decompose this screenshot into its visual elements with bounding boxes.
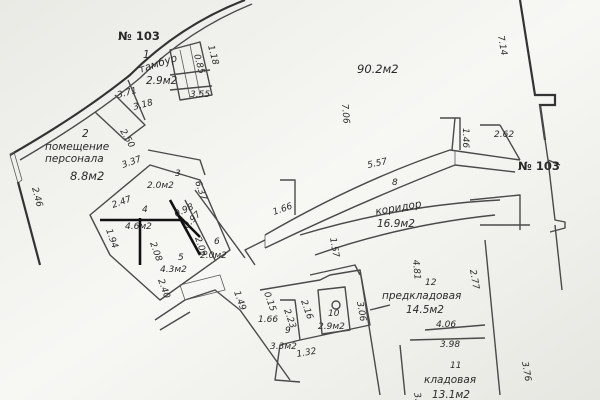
room-9-area: 3.3м2 [270,342,297,352]
dim-7-06: 7.06 [339,103,351,124]
room-2-name-line2: персонала [45,153,104,165]
hall-area: 90.2м2 [357,62,399,76]
tambur-walls [169,41,213,101]
room-10-area: 2.9м2 [318,322,345,332]
plumbing-fixture-icon [331,300,341,310]
outer-facade-wall [9,0,253,266]
room-8-number: 8 [392,178,398,188]
room-5-area: 4.3м2 [160,265,187,275]
dim-4-06: 4.06 [436,320,456,330]
dim-3-55: 3.55 [190,90,210,100]
room-2-number: 2 [82,128,89,140]
room-11-area: 13.1м2 [432,389,470,400]
room-10-number: 10 [328,309,340,319]
room-3-number: 3 [175,169,181,179]
room-6-number: 6 [214,237,220,247]
floor-number-label-right: № 103 [518,159,560,173]
small-rooms-walls [89,164,246,301]
lower-corridor-walls [299,194,530,256]
room-11-name: кладовая [424,374,476,386]
room-12-number: 12 [425,278,437,288]
room-12-area: 14.5м2 [406,304,444,316]
room-6-area: 2.0м2 [200,251,227,261]
pantry-walls [359,269,486,396]
entry-walls [154,274,291,381]
room-11-number: 11 [450,361,461,371]
dim-3-98: 3.98 [440,340,460,350]
dim-4-81: 4.81 [410,259,422,280]
room-12-name: предкладовая [382,290,461,302]
dim-1-66-lower: 1.66 [258,315,278,325]
rooms-9-10-walls [259,264,371,383]
room-8-area: 16.9м2 [377,218,415,230]
floor-number-label-top: № 103 [118,29,160,43]
dim-1-32: 1.32 [296,347,318,360]
room-9-number: 9 [285,326,291,336]
right-exterior-wall [484,0,566,396]
dim-1-57: 1.57 [327,237,340,259]
dim-3-bottom: 3. [411,392,422,400]
dim-3-76: 3.76 [519,361,532,383]
dim-1-46: 1.46 [460,128,470,148]
dim-3-06: 3.06 [354,301,367,323]
room-1-area: 2.9м2 [146,75,178,87]
room-3-area: 2.0м2 [147,181,174,191]
room-1-number: 1 [143,49,150,61]
dim-2-77: 2.77 [467,269,480,291]
dim-5-57: 5.57 [367,157,389,171]
room-2-name-line1: помещение [45,141,109,153]
room-5-number: 5 [178,253,184,263]
personnel-room-walls [94,79,206,176]
dim-2-62: 2.62 [494,130,514,140]
room-2-area: 8.8м2 [70,169,104,183]
room-4-area: 4.6м2 [125,222,152,232]
corridor-walls [244,117,521,266]
dim-7-14: 7.14 [495,35,508,57]
room-4-number: 4 [142,205,148,215]
